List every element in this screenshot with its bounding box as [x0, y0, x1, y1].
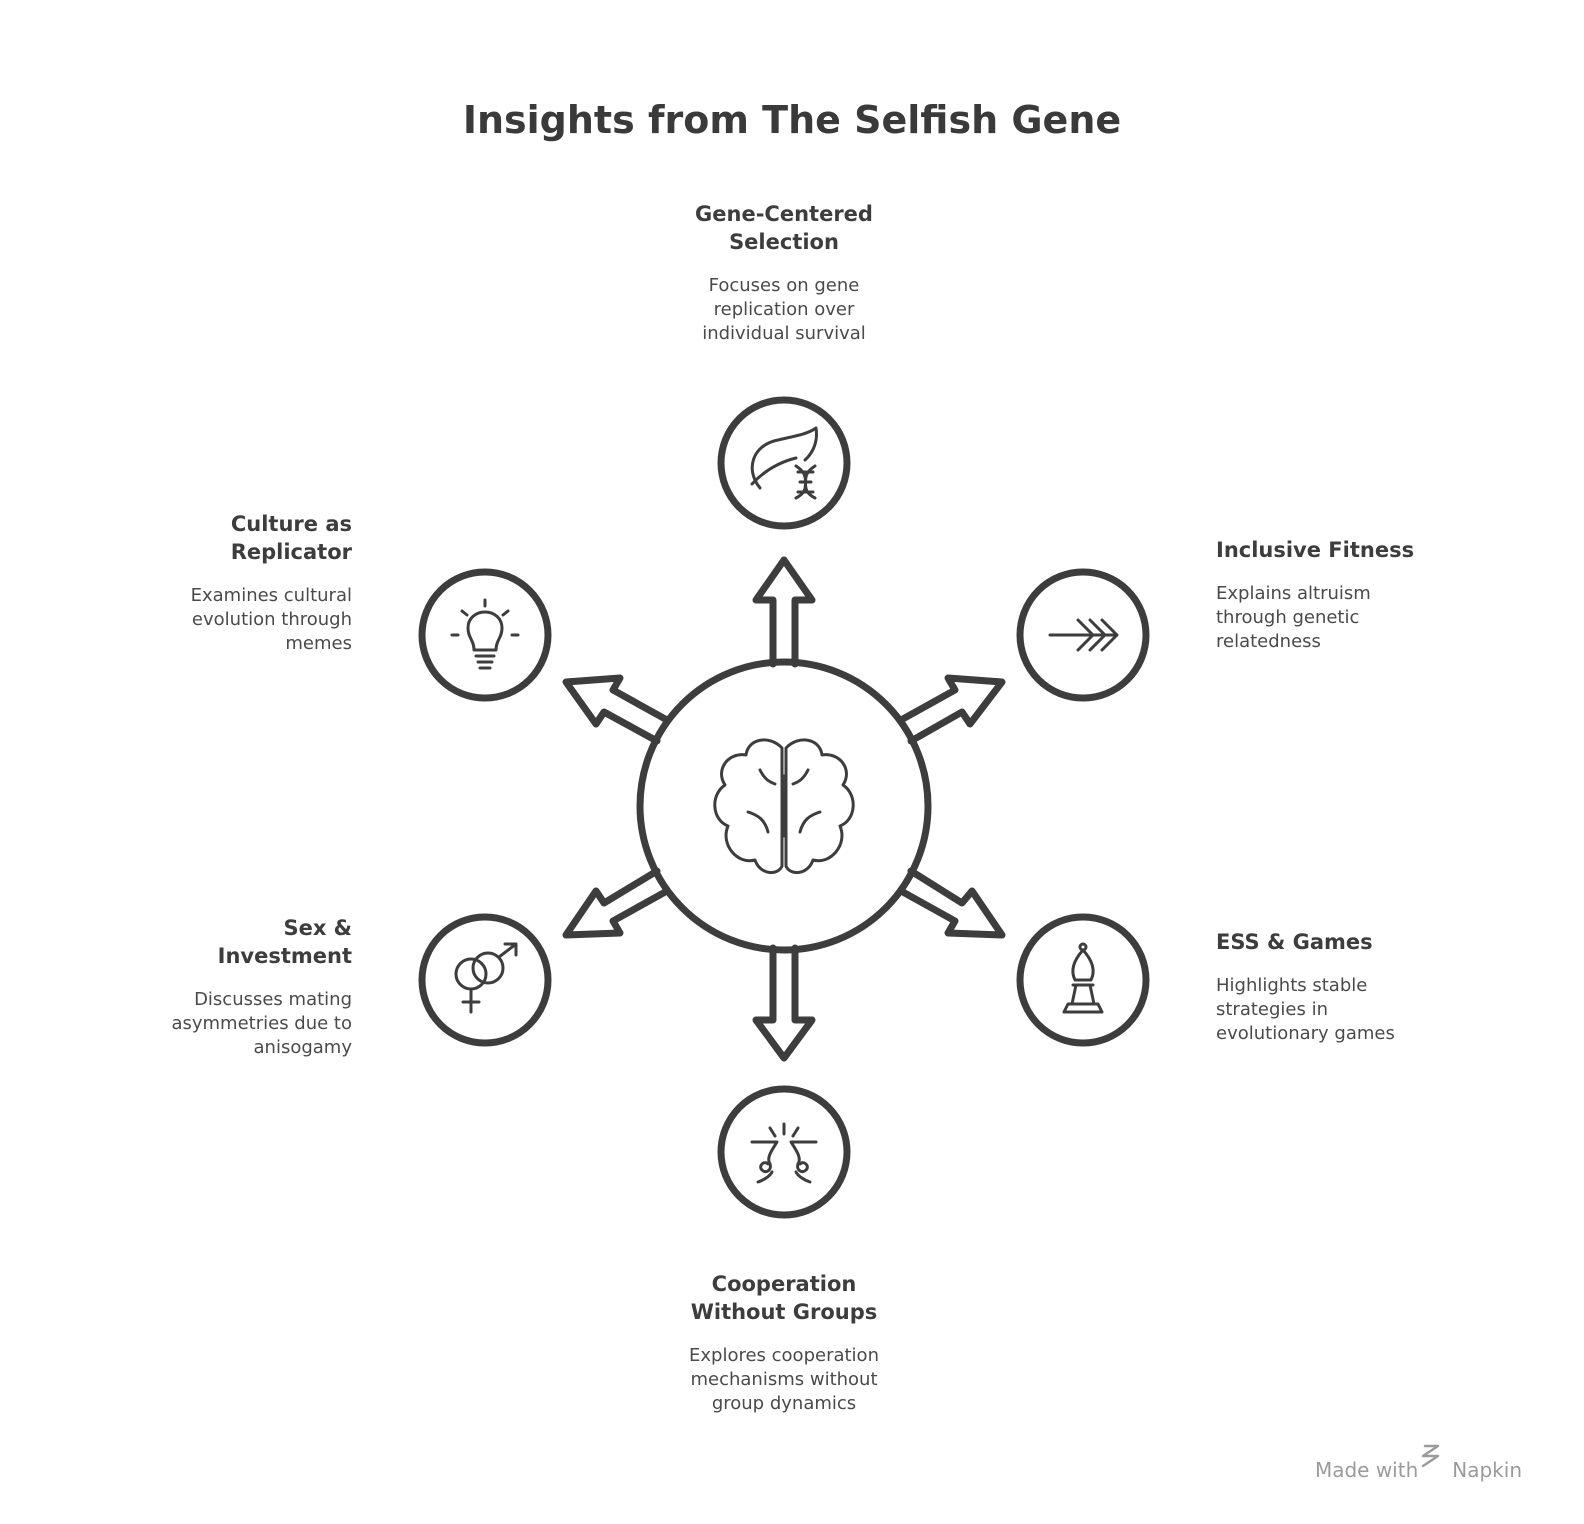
- diagram-title: Insights from The Selfish Gene: [462, 98, 1122, 142]
- arrow-down: [752, 944, 816, 1062]
- node-gene-text: Gene-Centered Selection Focuses on gene …: [634, 200, 934, 346]
- gene-node-circle: [717, 396, 851, 530]
- culture-node-circle: [418, 568, 552, 702]
- fitness-node-circle: [1016, 568, 1150, 702]
- brain-icon: [713, 738, 855, 874]
- node-ess-text: ESS & Games Highlights stable strategies…: [1216, 928, 1516, 1046]
- arrow-lower-left: [562, 867, 671, 939]
- gender-symbols-icon: [454, 942, 518, 1014]
- central-hub-circle: [636, 658, 932, 954]
- node-ess-description: Highlights stable strategies in evolutio…: [1216, 975, 1395, 1044]
- node-sex-heading: Sex & Investment: [217, 916, 352, 968]
- node-coop-heading: Cooperation Without Groups: [690, 1272, 878, 1324]
- coop-node-circle: [717, 1085, 851, 1219]
- node-culture-heading: Culture as Replicator: [230, 512, 352, 564]
- arrow-fletching-icon: [1048, 618, 1119, 652]
- node-sex-description: Discusses mating asymmetries due to anis…: [171, 989, 352, 1058]
- node-fitness-description: Explains altruism through genetic relate…: [1216, 583, 1371, 652]
- node-fitness-heading: Inclusive Fitness: [1216, 538, 1415, 562]
- ess-node-circle: [1016, 913, 1150, 1047]
- lightbulb-icon: [450, 598, 520, 670]
- node-culture-text: Culture as Replicator Examines cultural …: [52, 510, 352, 656]
- branding-text: Made with: [1314, 1458, 1419, 1482]
- branding-brand: Napkin: [1452, 1458, 1522, 1482]
- node-culture-description: Examines cultural evolution through meme…: [190, 585, 352, 654]
- arrow-lower-right: [897, 867, 1006, 939]
- arrow-upper-left: [562, 674, 671, 745]
- node-fitness-text: Inclusive Fitness Explains altruism thro…: [1216, 536, 1516, 654]
- napkin-logo-icon: [1421, 1444, 1440, 1468]
- sex-node-circle: [418, 913, 552, 1047]
- node-coop-description: Explores cooperation mechanisms without …: [689, 1345, 879, 1414]
- dna-leaf-icon: [750, 426, 818, 500]
- arrow-upper-right: [897, 674, 1006, 745]
- node-sex-text: Sex & Investment Discusses mating asymme…: [52, 914, 352, 1060]
- node-gene-description: Focuses on gene replication over individ…: [702, 275, 866, 344]
- nose-to-nose-icon: [750, 1122, 818, 1184]
- node-coop-text: Cooperation Without Groups Explores coop…: [634, 1270, 934, 1416]
- made-with-napkin-badge[interactable]: Made with Napkin: [1315, 1458, 1522, 1482]
- node-ess-heading: ESS & Games: [1216, 930, 1373, 954]
- chess-bishop-icon: [1062, 942, 1104, 1014]
- arrow-up: [752, 556, 816, 668]
- node-gene-heading: Gene-Centered Selection: [695, 202, 873, 254]
